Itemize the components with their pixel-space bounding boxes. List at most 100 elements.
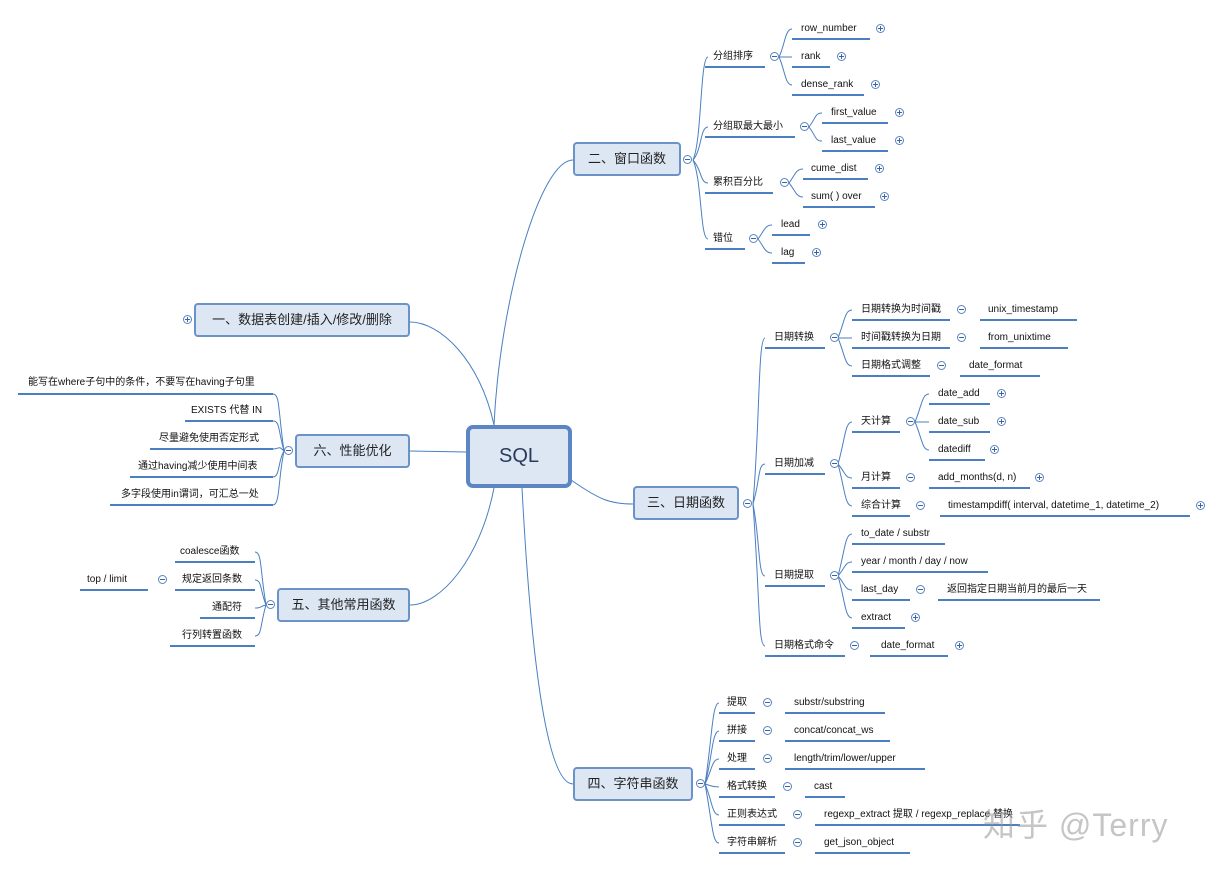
collapse-icon[interactable] [830,333,839,342]
node-perf-in-predicate[interactable]: 多字段使用in谓词，可汇总一处 [121,489,259,500]
node-date-extract[interactable]: 日期提取 [774,570,814,581]
collapse-icon[interactable] [770,52,779,61]
node-get-json-object[interactable]: get_json_object [824,837,895,848]
node-str-extract[interactable]: 提取 [727,697,747,708]
node-coalesce[interactable]: coalesce函数 [180,546,240,557]
node-process[interactable]: 处理 [727,753,747,764]
node-last-day[interactable]: last_day [861,584,899,595]
node-format-convert[interactable]: 格式转换 [727,781,767,792]
node-lead[interactable]: lead [781,219,800,230]
node-perf-avoid-negation[interactable]: 尽量避免使用否定形式 [159,433,259,444]
node-row-number[interactable]: row_number [801,23,857,34]
node-combined-calc[interactable]: 综合计算 [861,500,901,511]
node-group-sort[interactable]: 分组排序 [713,51,753,62]
expand-icon[interactable] [871,80,880,89]
expand-icon[interactable] [895,108,904,117]
collapse-icon[interactable] [957,305,966,314]
node-cume-dist[interactable]: cume_dist [811,163,857,174]
collapse-icon[interactable] [906,417,915,426]
collapse-icon[interactable] [696,779,705,788]
node-cumulative-percent[interactable]: 累积百分比 [713,177,763,188]
node-day-calc[interactable]: 天计算 [861,416,891,427]
node-date-to-timestamp[interactable]: 日期转换为时间戳 [861,304,941,315]
node-limit-count[interactable]: 规定返回条数 [182,574,242,585]
node-dense-rank[interactable]: dense_rank [801,79,854,90]
topic-other-functions[interactable]: 五、其他常用函数 [277,588,410,622]
node-concat[interactable]: concat/concat_ws [794,725,874,736]
node-format-adjust[interactable]: 日期格式调整 [861,360,921,371]
node-length-trim[interactable]: length/trim/lower/upper [794,753,896,764]
collapse-icon[interactable] [783,782,792,791]
node-perf-having[interactable]: 通过having减少使用中间表 [138,461,258,472]
node-month-calc[interactable]: 月计算 [861,472,891,483]
node-date-format[interactable]: date_format [969,360,1023,371]
node-regex-functions[interactable]: regexp_extract 提取 / regexp_replace 替换 [824,809,1013,820]
node-wildcard[interactable]: 通配符 [212,602,242,613]
collapse-icon[interactable] [763,754,772,763]
node-string-parse[interactable]: 字符串解析 [727,837,777,848]
collapse-icon[interactable] [158,575,167,584]
topic-table-ddl[interactable]: 一、数据表创建/插入/修改/删除 [194,303,410,337]
node-date-add[interactable]: date_add [938,388,980,399]
expand-icon[interactable] [997,417,1006,426]
node-concat-label[interactable]: 拼接 [727,725,747,736]
node-format-command[interactable]: 日期格式命令 [774,640,834,651]
node-unix-timestamp[interactable]: unix_timestamp [988,304,1059,315]
collapse-icon[interactable] [763,698,772,707]
node-top-limit[interactable]: top / limit [87,574,128,585]
node-sum-over[interactable]: sum( ) over [811,191,862,202]
node-from-unixtime[interactable]: from_unixtime [988,332,1051,343]
node-extract[interactable]: extract [861,612,892,623]
node-perf-where[interactable]: 能写在where子句中的条件，不要写在having子句里 [28,377,255,388]
collapse-icon[interactable] [266,600,275,609]
collapse-icon[interactable] [916,501,925,510]
collapse-icon[interactable] [793,838,802,847]
node-lag[interactable]: lag [781,247,795,258]
node-perf-exists[interactable]: EXISTS 代替 IN [191,405,263,416]
collapse-icon[interactable] [284,446,293,455]
node-to-date-substr[interactable]: to_date / substr [861,528,930,539]
topic-performance[interactable]: 六、性能优化 [295,434,410,468]
collapse-icon[interactable] [749,234,758,243]
expand-icon[interactable] [997,389,1006,398]
collapse-icon[interactable] [683,155,692,164]
collapse-icon[interactable] [830,571,839,580]
collapse-icon[interactable] [780,178,789,187]
node-offset[interactable]: 错位 [713,233,733,244]
collapse-icon[interactable] [937,361,946,370]
node-timestamp-to-date[interactable]: 时间戳转换为日期 [861,332,941,343]
expand-icon[interactable] [183,315,192,324]
node-add-months[interactable]: add_months(d, n) [938,472,1017,483]
expand-icon[interactable] [812,248,821,257]
node-pivot[interactable]: 行列转置函数 [182,630,242,641]
node-substr[interactable]: substr/substring [794,697,865,708]
node-datediff[interactable]: datediff [938,444,971,455]
collapse-icon[interactable] [830,459,839,468]
collapse-icon[interactable] [906,473,915,482]
node-date-format-2[interactable]: date_format [881,640,935,651]
node-regex[interactable]: 正则表达式 [727,809,777,820]
node-first-value[interactable]: first_value [831,107,877,118]
node-date-add-sub[interactable]: 日期加减 [774,458,814,469]
topic-window-functions[interactable]: 二、窗口函数 [573,142,681,176]
expand-icon[interactable] [837,52,846,61]
expand-icon[interactable] [875,164,884,173]
node-group-minmax[interactable]: 分组取最大最小 [713,121,783,132]
collapse-icon[interactable] [850,641,859,650]
node-cast[interactable]: cast [814,781,833,792]
collapse-icon[interactable] [916,585,925,594]
expand-icon[interactable] [955,641,964,650]
node-date-convert[interactable]: 日期转换 [774,332,814,343]
expand-icon[interactable] [990,445,999,454]
node-last-day-desc[interactable]: 返回指定日期当前月的最后一天 [947,584,1087,595]
expand-icon[interactable] [1035,473,1044,482]
expand-icon[interactable] [911,613,920,622]
expand-icon[interactable] [880,192,889,201]
expand-icon[interactable] [818,220,827,229]
node-timestampdiff[interactable]: timestampdiff( interval, datetime_1, dat… [948,500,1160,511]
collapse-icon[interactable] [743,499,752,508]
expand-icon[interactable] [876,24,885,33]
node-year-month-day-now[interactable]: year / month / day / now [861,556,968,567]
expand-icon[interactable] [1196,501,1205,510]
node-rank[interactable]: rank [801,51,821,62]
